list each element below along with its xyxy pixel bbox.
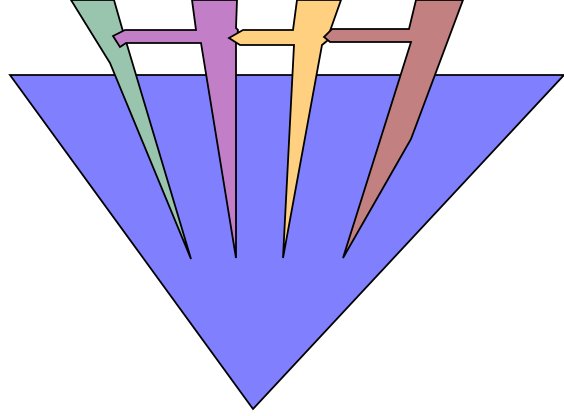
diagram-canvas bbox=[0, 0, 564, 416]
diagram-svg bbox=[0, 0, 564, 416]
